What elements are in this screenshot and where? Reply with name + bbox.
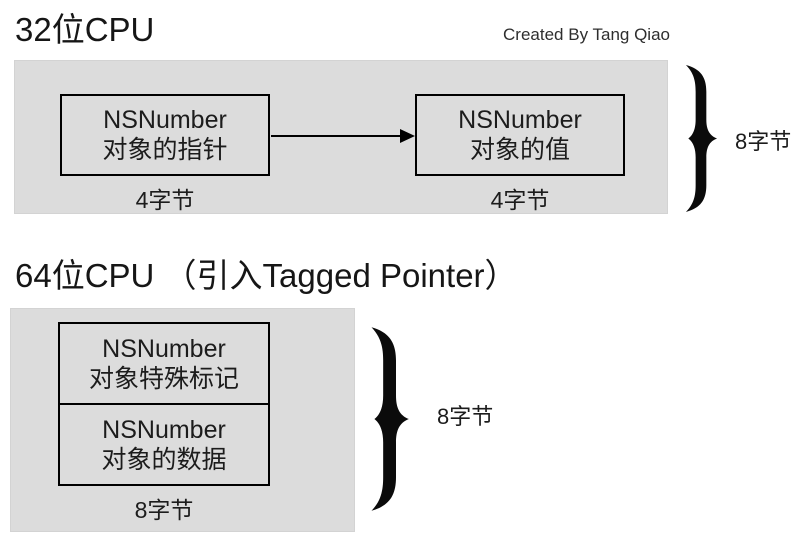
box-line-2: 对象的指针	[102, 136, 228, 164]
caption-value-bytes: 4字节	[490, 187, 550, 213]
box-line-2: 对象的数据	[101, 445, 227, 474]
box-nsnumber-tag: NSNumber 对象特殊标记	[58, 322, 270, 405]
caption-pointer-bytes: 4字节	[135, 187, 195, 213]
box-line-2: 对象的值	[469, 136, 570, 164]
pointer-arrow-line	[271, 135, 403, 137]
box-line-1: NSNumber	[102, 415, 226, 444]
box-line-1: NSNumber	[458, 106, 582, 134]
brace-icon-64bit	[371, 327, 409, 511]
credit-text: Created By Tang Qiao	[503, 25, 670, 44]
memory-panel-64bit	[10, 308, 355, 532]
brace-label-32bit: 8字节	[735, 129, 792, 154]
box-nsnumber-value: NSNumber 对象的值	[415, 94, 625, 176]
memory-panel-32bit	[14, 60, 668, 214]
section-64bit-title: 64位CPU （引入Tagged Pointer）	[15, 257, 518, 294]
caption-64bit-bytes: 8字节	[134, 497, 194, 523]
pointer-arrow-icon	[400, 129, 415, 143]
brace-icon-32bit	[685, 64, 718, 213]
box-line-1: NSNumber	[102, 334, 226, 363]
section-32bit-title: 32位CPU	[15, 11, 155, 48]
box-nsnumber-pointer: NSNumber 对象的指针	[60, 94, 270, 176]
box-nsnumber-data: NSNumber 对象的数据	[58, 403, 270, 486]
brace-label-64bit: 8字节	[437, 404, 494, 429]
box-line-1: NSNumber	[103, 106, 227, 134]
box-line-2: 对象特殊标记	[88, 364, 239, 393]
